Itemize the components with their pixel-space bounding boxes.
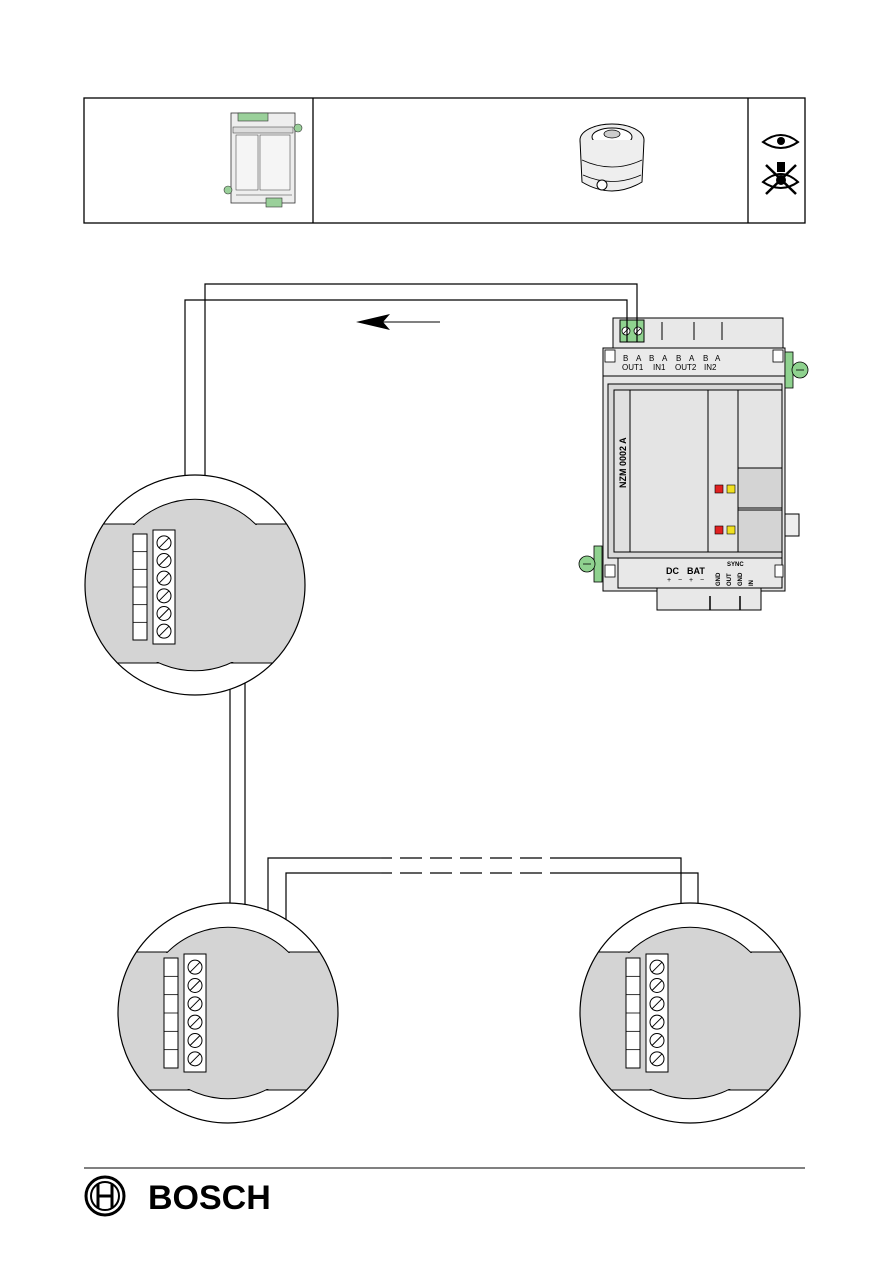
top-terminal-labels: B A B A B A B A OUT1 IN1 OUT2 IN2 xyxy=(622,354,721,372)
label-in: IN xyxy=(749,580,755,586)
out1-terminal-block xyxy=(619,319,645,343)
model-label: NZM 0002 A xyxy=(618,437,628,488)
label-a-3: A xyxy=(689,354,695,363)
terminal-strip xyxy=(132,529,176,645)
module-thumbnail xyxy=(223,112,303,208)
label-dc-minus: − xyxy=(678,577,682,584)
detector-base xyxy=(580,903,800,1123)
led-yellow-2 xyxy=(726,525,736,535)
mounting-screw-bottom-left xyxy=(578,545,603,583)
detector-1 xyxy=(84,474,306,696)
nzm-module: B A B A B A B A OUT1 IN1 OUT2 IN2 NZM 00… xyxy=(578,317,809,611)
direction-arrow-icon xyxy=(356,314,440,330)
led-yellow-1 xyxy=(726,484,736,494)
led-red-2 xyxy=(714,525,724,535)
detector-thumbnail xyxy=(579,123,645,192)
label-out2: OUT2 xyxy=(675,363,697,372)
label-bat: BAT xyxy=(687,566,705,576)
bosch-logo-icon xyxy=(84,1175,126,1217)
label-b-4: B xyxy=(703,354,708,363)
label-a-4: A xyxy=(715,354,721,363)
label-b-3: B xyxy=(676,354,681,363)
label-in2: IN2 xyxy=(704,363,717,372)
label-out: OUT xyxy=(727,573,733,586)
header-table xyxy=(83,97,806,224)
mounting-screw-top-right xyxy=(784,351,809,389)
led-red-1 xyxy=(714,484,724,494)
detector-base xyxy=(85,475,305,695)
label-bat-minus: − xyxy=(700,577,704,584)
label-gnd-1: GND xyxy=(716,572,722,586)
detector-3 xyxy=(579,902,801,1124)
detector-base xyxy=(118,903,338,1123)
label-in1: IN1 xyxy=(653,363,666,372)
label-dc-plus: + xyxy=(667,577,671,584)
label-dc: DC xyxy=(666,566,679,576)
label-b-1: B xyxy=(623,354,628,363)
detector-group xyxy=(84,474,801,1124)
label-sync: SYNC xyxy=(727,562,744,568)
terminal-strip xyxy=(163,953,207,1073)
bottom-terminal-labels: DC BAT + − + − GND OUT GND IN SYNC xyxy=(666,562,755,586)
no-view-icon xyxy=(761,162,800,195)
label-a-2: A xyxy=(662,354,668,363)
label-gnd-2: GND xyxy=(738,572,744,586)
label-bat-plus: + xyxy=(689,577,693,584)
label-b-2: B xyxy=(649,354,654,363)
terminal-strip xyxy=(625,953,669,1073)
label-out1: OUT1 xyxy=(622,363,644,372)
detector-2 xyxy=(117,902,339,1124)
dashed-wires xyxy=(370,857,566,874)
brand-name: BOSCH xyxy=(148,1179,271,1217)
eye-icon xyxy=(761,134,800,149)
label-a-1: A xyxy=(636,354,642,363)
